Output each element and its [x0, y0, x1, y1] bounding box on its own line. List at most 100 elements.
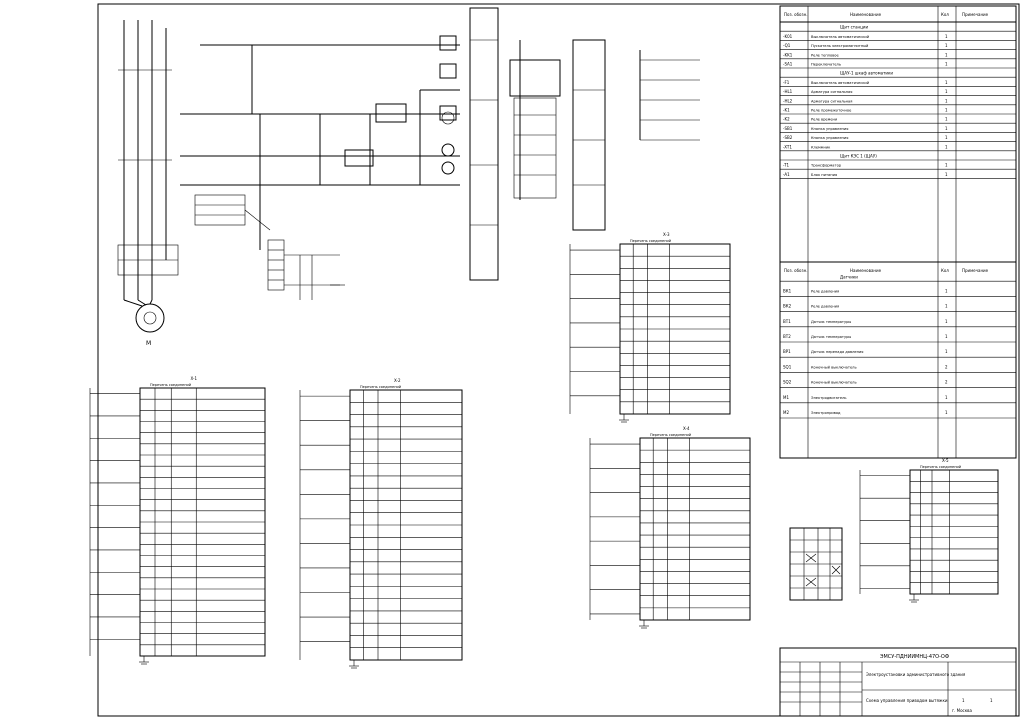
spec-row-qty: 1: [945, 135, 948, 140]
terminal-table-header: Перечень соединений: [630, 239, 671, 243]
spec-row-name: Блок питания: [811, 173, 837, 177]
title-block: ЭМСУ-ПДНИИМНЦ-47О-ОФ Электроустановки ад…: [779, 647, 1017, 717]
spec-row-pos: -A1: [783, 172, 790, 177]
motor-label: M: [146, 340, 151, 347]
spec-row-name: Трансформатор: [810, 164, 842, 168]
spec-row-pos: -T1: [783, 163, 790, 168]
control-block-top: [509, 39, 700, 231]
terminal-table-title: X-1: [191, 376, 198, 381]
small-connection-table: [789, 527, 843, 601]
spec-row-pos: -SB2: [783, 135, 793, 140]
spec-row-name: Арматура сигнальная: [811, 99, 852, 103]
spec-row-pos: -HL2: [783, 98, 793, 103]
spec-row-name: Переключатель: [811, 63, 841, 67]
spec-lower-row-qty: 2: [945, 380, 948, 385]
spec-row-name: Кнопка управления: [811, 127, 848, 131]
terminal-table-header: Перечень соединений: [150, 383, 191, 387]
spec-lower-row-name: Реле давления: [811, 305, 839, 309]
spec-lower-row-qty: 1: [945, 319, 948, 324]
spec-row-qty: 1: [945, 43, 948, 48]
spec-row-qty: 1: [945, 117, 948, 122]
spec-section-title: Щит станции: [840, 25, 868, 30]
spec-row-qty: 1: [945, 172, 948, 177]
spec-lower-row-name: Электропривод: [811, 411, 841, 415]
project-name: Электроустановки административного здани…: [866, 672, 966, 677]
spec-lower-header-name: Наименование: [850, 268, 882, 273]
spec-row-name: Реле времени: [811, 118, 838, 122]
spec-row-qty: 1: [945, 98, 948, 103]
spec-row-pos: -KK1: [783, 52, 793, 57]
spec-lower-row-qty: 1: [945, 395, 948, 400]
terminal-table-title: X-5: [942, 458, 949, 463]
spec-row-pos: -XT1: [783, 144, 792, 149]
spec-row-name: Реле промежуточное: [811, 109, 852, 113]
spec-lower-row-qty: 1: [945, 304, 948, 309]
spec-lower-row-qty: 2: [945, 364, 948, 369]
spec-row-name: Клеммник: [811, 145, 831, 149]
spec-lower-row-pos: ВК1: [783, 288, 792, 293]
spec-row-name: Арматура сигнальная: [811, 90, 852, 94]
spec-row-pos: -K01: [783, 34, 793, 39]
spec-lower-header-qty: Кол: [941, 268, 949, 273]
spec-row-qty: 1: [945, 126, 948, 131]
spec-row-name: Кнопка управления: [811, 136, 848, 140]
spec-row-qty: 1: [945, 144, 948, 149]
spec-row-pos: -SA1: [783, 62, 793, 67]
spec-lower-row-pos: SQ2: [783, 380, 792, 385]
spec-lower-row-qty: 1: [945, 288, 948, 293]
spec-row-name: Реле тепловое: [811, 53, 839, 57]
terminal-table-header: Перечень соединений: [920, 465, 961, 469]
spec-row-pos: -K2: [783, 117, 790, 122]
spec-lower-row-name: Конечный выключатель: [811, 365, 857, 369]
spec-lower-row-name: Электродвигатель: [811, 396, 847, 400]
organization: г. Москва: [952, 708, 973, 713]
spec-lower-row-qty: 1: [945, 334, 948, 339]
spec-lower-row-name: Датчик температуры: [811, 320, 851, 324]
spec-row-pos: -HL1: [783, 89, 793, 94]
spec-header-qty: Кол: [941, 12, 949, 17]
power-circuit: M: [117, 7, 499, 347]
spec-lower-row-name: Датчик перепада давления: [811, 350, 863, 354]
spec-row-name: Выключатель автоматический: [811, 35, 870, 39]
spec-lower-row-pos: M2: [783, 410, 789, 415]
terminal-table-header: Перечень соединений: [650, 433, 691, 437]
spec-lower-row-qty: 1: [945, 410, 948, 415]
spec-header-pos: Поз. обозн.: [784, 12, 808, 17]
sheet-frame: [97, 3, 1020, 717]
spec-lower-row-name: Реле давления: [811, 289, 839, 293]
spec-rows: Щит станции -K01 Выключатель автоматически…: [780, 25, 1016, 419]
spec-lower-row-pos: ВР1: [783, 349, 791, 354]
terminal-table-title: X-3: [663, 232, 670, 237]
spec-section-title: ЩАУ-1 шкаф автоматики: [840, 71, 893, 76]
spec-lower-row-qty: 1: [945, 349, 948, 354]
doc-code: ЭМСУ-ПДНИИМНЦ-47О-ОФ: [880, 654, 950, 660]
terminal-table-header: Перечень соединений: [360, 385, 401, 389]
spec-row-pos: -Q1: [783, 43, 791, 48]
spec-lower-row-pos: SQ1: [783, 364, 792, 369]
spec-lower-header-pos: Поз. обозн.: [784, 268, 808, 273]
spec-row-qty: 1: [945, 62, 948, 67]
spec-row-qty: 1: [945, 108, 948, 113]
spec-lower-row-pos: ВТ1: [783, 319, 791, 324]
spec-lower-row-pos: M1: [783, 395, 789, 400]
terminal-table-title: X-4: [683, 426, 690, 431]
spec-lower-row-pos: ВТ2: [783, 334, 791, 339]
spec-lower-section-title: Датчики: [840, 275, 858, 280]
spec-row-qty: 1: [945, 163, 948, 168]
spec-row-pos: -SB1: [783, 126, 793, 131]
sheet-count: 1: [990, 698, 993, 703]
terminal-table-title: X-2: [394, 378, 401, 383]
spec-row-name: Пускатель электромагнитный: [811, 44, 869, 48]
drawing-name: Схема управления приводом вытяжки: [866, 698, 948, 703]
sheet-number: 1: [962, 698, 965, 703]
spec-lower-header-note: Примечание: [962, 268, 989, 273]
spec-row-qty: 1: [945, 52, 948, 57]
motor-symbol: [135, 303, 165, 333]
